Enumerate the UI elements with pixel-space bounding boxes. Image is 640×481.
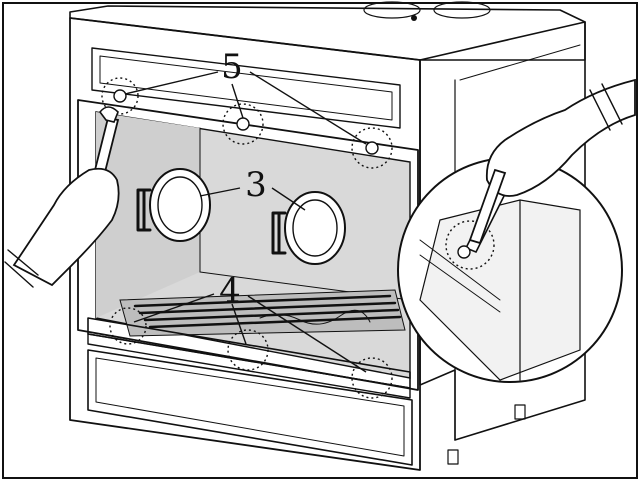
detail-nut: [457, 245, 471, 259]
leader-4-middle: [231, 303, 247, 345]
highlight-circle: [227, 329, 269, 371]
leader-3-right: [271, 187, 306, 211]
lower-door-rail-edge: [87, 333, 411, 399]
left-wrench-jaw: [98, 106, 119, 123]
right-glove-cuff: [589, 83, 623, 131]
highlight-circle: [351, 127, 393, 169]
top-flue-left: [363, 1, 421, 19]
upper-rail: [91, 47, 401, 129]
ash-drawer: [87, 349, 413, 466]
detail-line: [419, 239, 501, 301]
grate-ash-line: [259, 309, 371, 325]
bolts: [113, 89, 379, 155]
detail-line: [419, 254, 501, 313]
suction-cup-handle: [271, 211, 287, 255]
top-flue-right: [433, 1, 491, 19]
callout-4: 4: [219, 271, 241, 311]
stove-front-frame: [69, 17, 421, 471]
right-hand-with-wrench: [468, 78, 636, 245]
firebox-left-wall: [96, 112, 200, 318]
foot-back: [514, 404, 526, 420]
bolt: [236, 117, 250, 131]
stove-body: [69, 1, 586, 471]
side-top-edge: [459, 44, 581, 81]
highlight-circle: [109, 307, 147, 345]
upper-rail-inner: [99, 55, 393, 121]
detail-magnifier: [397, 157, 623, 383]
callout-5: 5: [221, 47, 243, 87]
bolt-highlights: [101, 77, 393, 399]
bolt: [113, 89, 127, 103]
leader-5-middle: [231, 83, 244, 119]
detail-highlight: [445, 220, 495, 270]
bolt: [365, 141, 379, 155]
callout-3: 3: [245, 165, 267, 205]
grate-bar: [133, 294, 392, 308]
leader-4-right: [247, 295, 367, 373]
suction-cup-left: [136, 168, 211, 242]
top-bolt: [411, 15, 417, 21]
leader-4-left: [133, 293, 215, 323]
highlight-circle: [101, 77, 139, 115]
ash-drawer-inner: [95, 357, 405, 457]
suction-cup-handle: [136, 188, 152, 232]
leader-5-right: [249, 71, 367, 145]
leader-3-left: [199, 187, 241, 197]
right-wrench: [468, 168, 507, 245]
left-hand-with-wrench: [4, 106, 120, 288]
leader-5-left: [124, 71, 219, 95]
left-glove-cuff: [4, 249, 39, 288]
foot-front: [447, 449, 459, 465]
grate-bar: [148, 315, 402, 329]
highlight-circle: [222, 103, 264, 145]
right-hand: [485, 78, 636, 197]
suction-cup-right: [271, 191, 346, 265]
stove-side-panel: [419, 21, 586, 441]
left-hand: [12, 167, 120, 287]
highlight-circle: [351, 357, 393, 399]
leader-lines: [124, 71, 367, 373]
